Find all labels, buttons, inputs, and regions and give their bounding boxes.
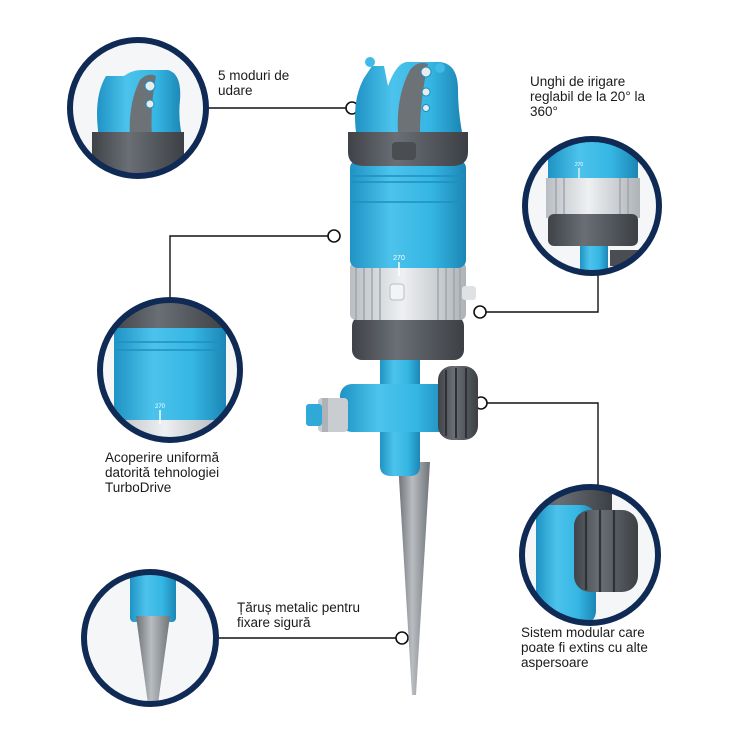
metal-stake	[398, 462, 430, 695]
dot-stake	[395, 631, 409, 645]
zoom-angle-circle: 270	[522, 136, 662, 276]
callout-line: aspersoare	[521, 655, 589, 670]
callout-line: poate fi extins cu alte	[521, 640, 648, 655]
callout-line: 360°	[530, 104, 558, 119]
zoom-knob-circle	[519, 484, 661, 626]
dot-cover	[327, 229, 341, 243]
callout-coverage: Acoperire uniformă datorită tehnologiei …	[105, 450, 219, 495]
svg-text:270: 270	[155, 404, 166, 410]
zoom-nozzle-circle	[67, 37, 209, 179]
connector-body	[340, 384, 450, 432]
callout-dots	[327, 101, 488, 645]
zoom-stake-circle	[81, 569, 219, 707]
callout-stake: Țăruș metalic pentru fixare sigură	[237, 600, 360, 630]
side-knob	[438, 366, 478, 440]
callout-angle: Unghi de irigare reglabil de la 20° la 3…	[530, 74, 645, 119]
turbo-body	[350, 160, 466, 268]
svg-text:270: 270	[575, 162, 584, 168]
callout-line: reglabil de la 20° la	[530, 89, 645, 104]
callout-modes: 5 moduri de udare	[218, 68, 289, 98]
callout-line: Țăruș metalic pentru	[237, 600, 361, 615]
callout-line: Sistem modular care	[521, 625, 645, 640]
sprinkler-product: 270	[306, 57, 478, 695]
callout-line: Unghi de irigare	[530, 74, 626, 89]
dot-angle	[473, 305, 487, 319]
callout-line: fixare sigură	[237, 615, 311, 630]
callout-modular: Sistem modular care poate fi extins cu a…	[521, 625, 648, 670]
callout-line: TurboDrive	[105, 480, 172, 495]
callout-line: datorită tehnologiei	[105, 465, 220, 480]
callout-line: udare	[218, 83, 253, 98]
callout-line: 5 moduri de	[218, 68, 290, 83]
scale-mark: 270	[393, 255, 405, 262]
callout-line: Acoperire uniformă	[105, 450, 220, 465]
zoom-body-circle: 270	[97, 297, 243, 443]
callout-lines	[169, 107, 599, 639]
